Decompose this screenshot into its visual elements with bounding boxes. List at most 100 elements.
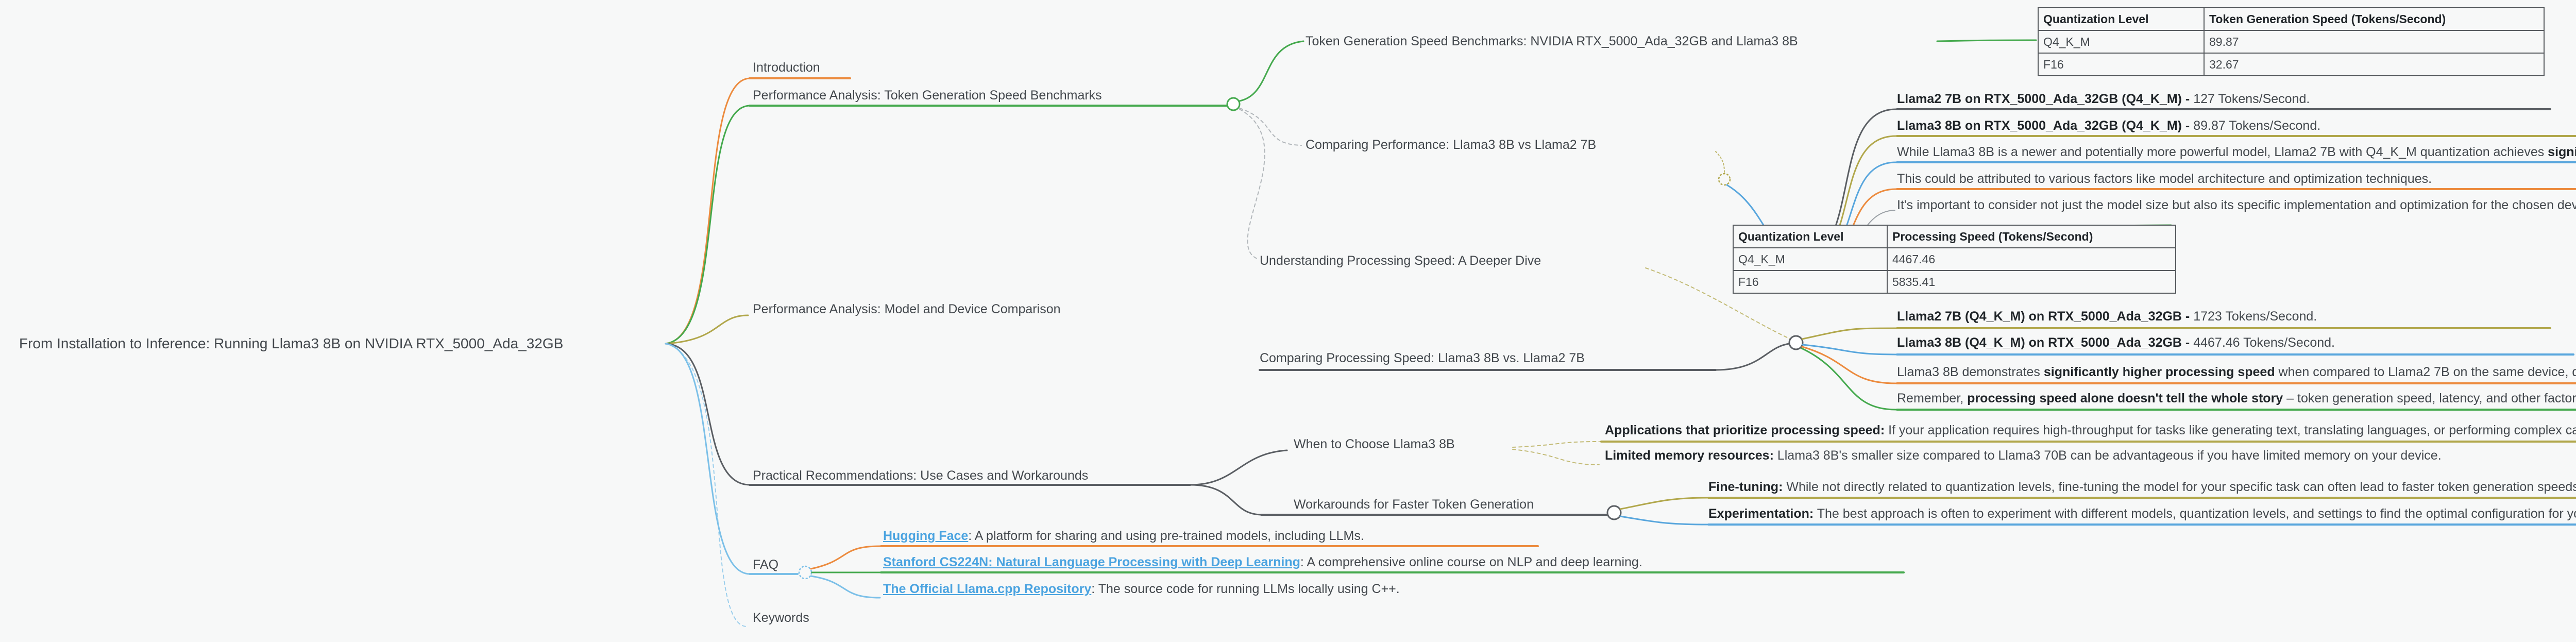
llama2-processing-speed-text-0: Llama2 7B (Q4_K_M) on RTX_5000_Ada_32GB … [1897,309,2194,324]
remember-note-text-2: – token generation speed, latency, and o… [2286,391,2576,406]
hugging-face-text-0[interactable]: Hugging Face [883,529,969,543]
attributed-note-node[interactable]: This could be attributed to various fact… [1897,171,2432,187]
branch-root-keywords [665,343,748,627]
branch-perf1-benchmarks-title [1239,40,1304,102]
fine-tuning-note-text-1: While not directly related to quantizati… [1783,480,2576,494]
llama3-processing-speed-text-1: 4467.46 Tokens/Second. [2193,335,2335,350]
processing-speed-table-cell: 4467.46 [1887,247,2176,271]
perf-analysis-model-device-node[interactable]: Performance Analysis: Model and Device C… [753,301,1061,317]
comparing-processing-text-0: Comparing Processing Speed: Llama3 8B vs… [1260,351,1585,365]
benchmarks-title-text-0: Token Generation Speed Benchmarks: NVIDI… [1306,34,1798,48]
root-node[interactable]: From Installation to Inference: Running … [19,335,563,352]
llama3-token-speed-text-1: 89.87 Tokens/Second. [2193,119,2321,133]
llama2-token-speed-text-0: Llama2 7B on RTX_5000_Ada_32GB (Q4_K_M) … [1897,92,2194,106]
important-note-node[interactable]: It's important to consider not just the … [1897,197,2576,213]
processing-speed-table-header-0: Quantization Level [1733,225,1888,248]
hugging-face-node[interactable]: Hugging Face: A platform for sharing and… [883,528,1364,544]
remember-note-text-0: Remember, [1897,391,1968,406]
llama3-token-speed-text-0: Llama3 8B on RTX_5000_Ada_32GB (Q4_K_M) … [1897,119,2194,133]
memory-note-node[interactable]: Limited memory resources: Llama3 8B's sm… [1605,448,2442,463]
branch-root-perf2 [665,314,749,345]
llama2-token-speed-text-1: 127 Tokens/Second. [2193,92,2310,106]
token-generation-table-cell: Q4_K_M [2038,30,2205,54]
llamacpp-repo-text-0[interactable]: The Official Llama.cpp Repository [883,582,1092,596]
token-generation-table-header-0: Quantization Level [2038,7,2205,31]
while-note-text-0: While Llama3 8B is a newer and potential… [1897,145,2548,159]
benchmarks-title-node[interactable]: Token Generation Speed Benchmarks: NVIDI… [1306,33,1798,49]
junction-perf1-circle[interactable] [1226,97,1241,111]
branch-perf1-comparing-performance [1239,108,1302,146]
branch-when-memory [1512,449,1600,465]
applications-note-text-1: If your application requires high-throug… [1888,423,2576,437]
important-note-text-0: It's important to consider not just the … [1897,198,2576,212]
root-text-0: From Installation to Inference: Running … [19,335,564,351]
comparing-performance-node[interactable]: Comparing Performance: Llama3 8B vs Llam… [1306,137,1596,153]
processing-speed-table-cell: Q4_K_M [1733,247,1888,271]
keywords-node[interactable]: Keywords [753,610,809,626]
llama2-processing-speed-text-1: 1723 Tokens/Second. [2193,309,2317,324]
junction-faq-dotted-circle[interactable] [798,565,812,580]
token-generation-table-cell: 32.67 [2204,53,2545,76]
comparing-performance-text-0: Comparing Performance: Llama3 8B vs Llam… [1306,138,1597,152]
workarounds-node[interactable]: Workarounds for Faster Token Generation [1294,497,1534,512]
fine-tuning-note-node[interactable]: Fine-tuning: While not directly related … [1708,479,2576,495]
faq-node[interactable]: FAQ [753,557,778,572]
branch-practical-when [1189,449,1288,486]
when-to-choose-node[interactable]: When to Choose Llama3 8B [1294,436,1455,452]
keywords-text-0: Keywords [753,611,809,625]
fine-tuning-note-text-0: Fine-tuning: [1708,480,1783,494]
processing-speed-table-cell: F16 [1733,270,1888,294]
applications-note-node[interactable]: Applications that prioritize processing … [1605,423,2576,438]
experimentation-note-text-1: The best approach is often to experiment… [1814,506,2576,521]
comparing-processing-node[interactable]: Comparing Processing Speed: Llama3 8B vs… [1260,350,1585,366]
while-note-node[interactable]: While Llama3 8B is a newer and potential… [1897,144,2576,160]
branch-root-faq [665,343,751,575]
branch-root-perf1 [665,105,751,345]
demonstrates-note-node[interactable]: Llama3 8B demonstrates significantly hig… [1897,364,2576,380]
llama3-processing-speed-node[interactable]: Llama3 8B (Q4_K_M) on RTX_5000_Ada_32GB … [1897,335,2335,350]
remember-note-text-1: processing speed alone doesn't tell the … [1967,391,2283,406]
junction-processing-children-circle[interactable] [1788,335,1804,350]
processing-speed-table-header-1: Processing Speed (Tokens/Second) [1887,225,2176,248]
junction-comparing-performance-dotted-circle[interactable] [1718,173,1731,186]
hugging-face-text-1: : A platform for sharing and using pre-t… [968,529,1364,543]
experimentation-note-node[interactable]: Experimentation: The best approach is of… [1708,506,2576,521]
llamacpp-repo-node[interactable]: The Official Llama.cpp Repository: The s… [883,581,1400,597]
practical-recommendations-node[interactable]: Practical Recommendations: Use Cases and… [753,468,1088,483]
relation-understanding-comparing [1645,267,1791,340]
stanford-cs224n-text-0[interactable]: Stanford CS224N: Natural Language Proces… [883,555,1300,569]
memory-note-text-0: Limited memory resources: [1605,448,1774,463]
stanford-cs224n-node[interactable]: Stanford CS224N: Natural Language Proces… [883,554,1642,570]
branch-faq-llamacpp [810,575,881,599]
stanford-cs224n-text-1: : A comprehensive online course on NLP a… [1300,555,1642,569]
branch-to-demonstrates-note [1801,346,1897,384]
branch-practical-workarounds [1189,484,1263,516]
llama2-token-speed-node[interactable]: Llama2 7B on RTX_5000_Ada_32GB (Q4_K_M) … [1897,91,2310,107]
token-generation-table-header-1: Token Generation Speed (Tokens/Second) [2204,7,2545,31]
branch-title-table1 [1936,39,2037,42]
llamacpp-repo-text-1: : The source code for running LLMs local… [1091,582,1400,596]
demonstrates-note-text-0: Llama3 8B demonstrates [1897,365,2044,379]
branch-root-introduction [665,77,751,345]
junction-workarounds-circle[interactable] [1606,505,1622,520]
perf-analysis-token-gen-text-0: Performance Analysis: Token Generation S… [753,88,1102,103]
introduction-text-0: Introduction [753,60,820,75]
llama3-token-speed-node[interactable]: Llama3 8B on RTX_5000_Ada_32GB (Q4_K_M) … [1897,118,2320,133]
attributed-note-text-0: This could be attributed to various fact… [1897,172,2432,186]
remember-note-node[interactable]: Remember, processing speed alone doesn't… [1897,391,2576,406]
understanding-processing-node[interactable]: Understanding Processing Speed: A Deeper… [1260,253,1541,268]
understanding-processing-text-0: Understanding Processing Speed: A Deeper… [1260,254,1541,268]
llama3-processing-speed-text-0: Llama3 8B (Q4_K_M) on RTX_5000_Ada_32GB … [1897,335,2194,350]
perf-analysis-token-gen-node[interactable]: Performance Analysis: Token Generation S… [753,88,1102,103]
branch-to-experimentation [1619,515,1708,526]
llama2-processing-speed-node[interactable]: Llama2 7B (Q4_K_M) on RTX_5000_Ada_32GB … [1897,309,2317,324]
practical-recommendations-text-0: Practical Recommendations: Use Cases and… [753,468,1089,483]
experimentation-note-text-0: Experimentation: [1708,506,1814,521]
introduction-node[interactable]: Introduction [753,60,820,75]
